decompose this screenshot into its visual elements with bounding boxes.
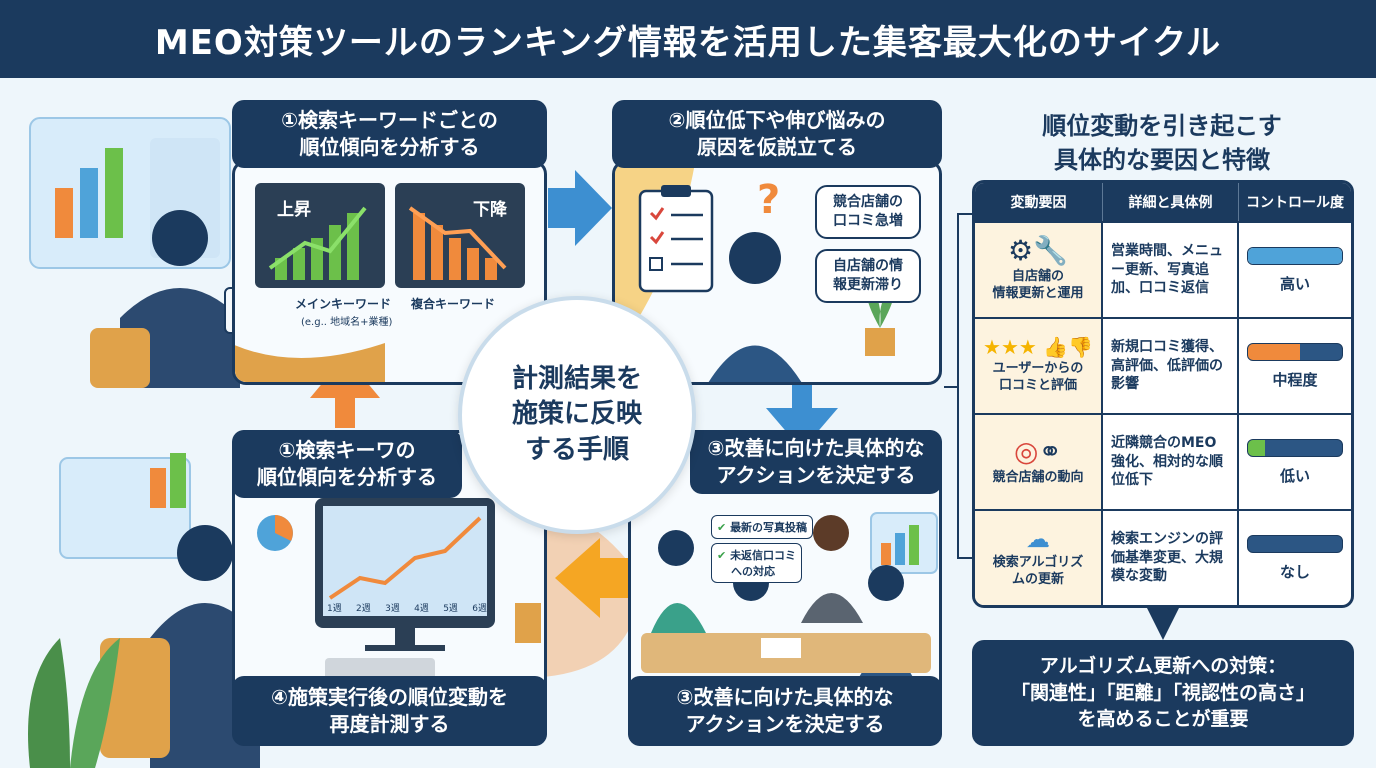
bubble-own-info-stale: 自店舗の情報更新滞り [815,249,921,303]
note-pointer [1146,606,1180,640]
main-keyword-label: メインキーワード [295,297,392,311]
check-icon: ✔ [717,549,727,562]
week-tick-4: 4週 [414,604,429,614]
detail-cell: 新規口コミ獲得、高評価、低評価の影響 [1103,319,1239,413]
control-label: なし [1279,562,1310,581]
bracket-connector [944,213,972,559]
target-binoculars-icon: ◎⚭ [1014,434,1062,468]
factors-table: 変動要因 詳細と具体例 コントロール度 ⚙🔧 自店舗の情報更新と運用 営業時間、… [972,180,1354,608]
week-axis: 1週 2週 3週 4週 5週 6週 [327,601,487,614]
gear-wrench-icon: ⚙🔧 [1008,234,1068,268]
arrow-left-icon [555,538,628,618]
page-title: MEO対策ツールのランキング情報を活用した集客最大化のサイクル [0,0,1376,78]
main-keyword-example: (e.g.. 地域名+業種) [301,317,393,328]
arrow-down-icon [766,378,838,450]
bubble-competitor-reviews: 競合店舗の口コミ急増 [815,185,921,239]
control-label: 高い [1279,274,1310,293]
week-tick-6: 6週 [472,604,487,614]
arrow-up-icon [310,356,380,428]
cycle-illustration [28,117,838,768]
action-check-photo-post: ✔ 最新の写真投稿 [711,515,814,539]
week-tick-5: 5週 [443,604,458,614]
control-label: 低い [1279,466,1310,485]
rank-trend-illustration [235,183,544,382]
control-label: 中程度 [1272,370,1318,389]
header-factor: 変動要因 [975,183,1103,221]
check-icon: ✔ [717,521,727,534]
factors-heading: 順位変動を引き起こす 具体的な要因と特徴 [1042,112,1282,174]
arrow-right-icon [548,170,612,246]
algorithm-note: アルゴリズム更新への対策： 「関連性」「距離」「視認性の高さ」 を高めることが重… [972,640,1354,746]
compound-keyword-label: 複合キーワード [411,297,496,311]
table-header: 変動要因 詳細と具体例 コントロール度 [975,183,1351,221]
table-row: ★★★ 👍👎 ユーザーからの口コミと評価 新規口コミ獲得、高評価、低評価の影響 … [975,317,1351,413]
step-3-mid: ③改善に向けた具体的な アクションを決定する [690,430,942,494]
cloud-code-icon: ☁ [1026,525,1050,554]
remeasure-illustration [257,498,541,680]
table-row: ⚙🔧 自店舗の情報更新と運用 営業時間、メニュー更新、写真追加、口コミ返信 高い [975,221,1351,317]
control-bar [1247,438,1343,457]
detail-cell: 検索エンジンの評価基準変更、大規模な変動 [1103,511,1239,605]
week-tick-1: 1週 [327,604,342,614]
step-4: ④施策実行後の順位変動を 再度計測する [232,676,547,746]
step-2: ②順位低下や伸び悩みの 原因を仮説立てる [612,100,942,168]
step-1-mid: ①検索キーワの 順位傾向を分析する [232,430,462,498]
falling-label: 下降 [473,200,507,220]
header-control: コントロール度 [1246,195,1344,211]
center-caption: 計測結果を 施策に反映 する手順 [458,296,696,534]
detail-cell: 近隣競合のMEO強化、相対的な順位低下 [1103,415,1239,509]
rising-label: 上昇 [277,200,311,220]
control-bar [1247,342,1343,361]
action-check-unreplied-reviews: ✔ 未返信口コミ への対応 [711,543,803,583]
detail-cell: 営業時間、メニュー更新、写真追加、口コミ返信 [1103,223,1239,317]
week-tick-2: 2週 [356,604,371,614]
step-3-bottom: ③改善に向けた具体的な アクションを決定する [628,676,942,746]
panel-keyword-analysis: 上昇 下降 メインキーワード (e.g.. 地域名+業種) 複合キーワード [232,160,547,385]
step-1-top: ①検索キーワードごとの 順位傾向を分析する [232,100,547,168]
table-row: ◎⚭ 競合店舗の動向 近隣競合のMEO強化、相対的な順位低下 低い [975,413,1351,509]
question-mark-icon: ? [757,177,781,223]
control-bar [1247,534,1343,553]
control-bar [1247,246,1343,265]
table-row: ☁ 検索アルゴリズムの更新 検索エンジンの評価基準変更、大規模な変動 なし [975,509,1351,605]
action-meeting-illustration [641,512,938,683]
header-detail: 詳細と具体例 [1103,183,1239,221]
hypothesis-illustration [615,163,895,382]
stars-thumbs-icon: ★★★ 👍👎 [983,335,1093,360]
week-tick-3: 3週 [385,604,400,614]
